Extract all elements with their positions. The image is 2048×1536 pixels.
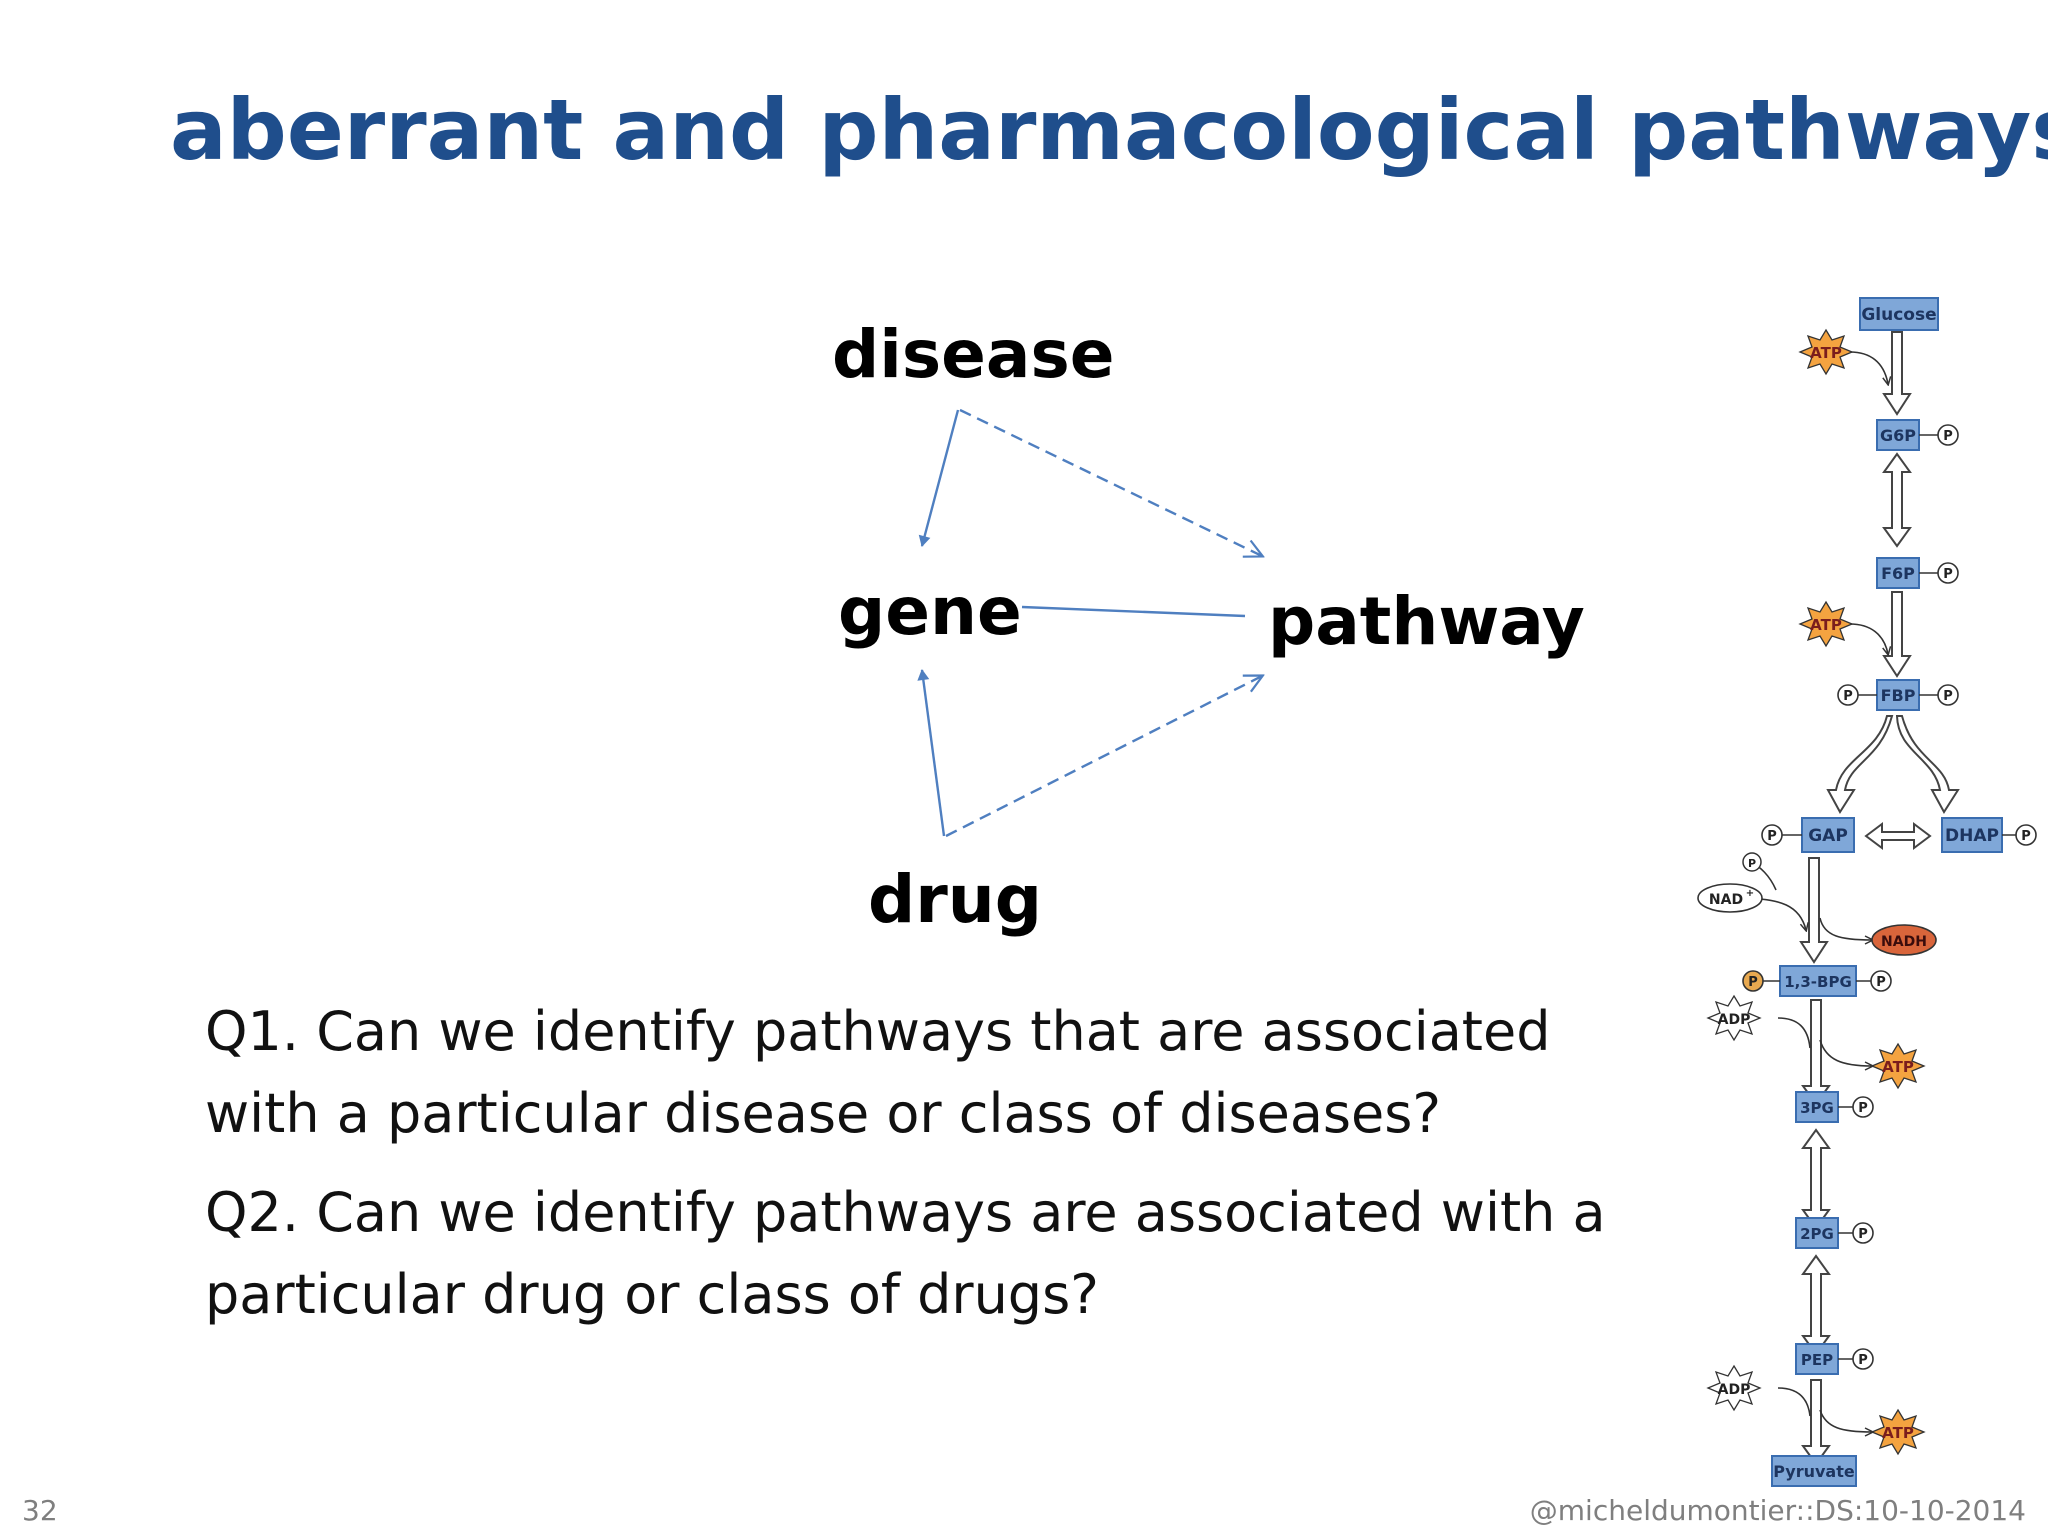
svg-text:P: P bbox=[2021, 829, 2031, 844]
metabolite-g6p: G6P bbox=[1876, 419, 1920, 451]
metabolite-3pg: 3PG bbox=[1795, 1091, 1839, 1123]
svg-text:ADP: ADP bbox=[1718, 1012, 1751, 1028]
phosphate-groups: P P P P P bbox=[1742, 424, 2037, 1370]
phosphate-fbp-right: P bbox=[1919, 684, 1959, 706]
svg-text:ATP: ATP bbox=[1882, 1424, 1914, 1442]
atp-produced-2: ATP bbox=[1870, 1408, 1926, 1456]
node-disease: disease bbox=[832, 316, 1115, 393]
svg-text:NADH: NADH bbox=[1881, 934, 1927, 950]
phosphate-f6p: P bbox=[1919, 562, 1959, 584]
svg-text:ATP: ATP bbox=[1810, 344, 1842, 362]
atp-consumed-1: ATP bbox=[1798, 328, 1854, 376]
reaction-arrows bbox=[1799, 331, 1960, 1466]
svg-text:ADP: ADP bbox=[1718, 1382, 1751, 1398]
metabolite-2pg: 2PG bbox=[1795, 1217, 1839, 1249]
gene-pathway-link bbox=[1021, 605, 1246, 618]
svg-text:Pyruvate: Pyruvate bbox=[1773, 1462, 1855, 1481]
nadh-cofactor: NADH bbox=[1871, 924, 1937, 956]
svg-text:DHAP: DHAP bbox=[1945, 826, 1999, 846]
svg-text:P: P bbox=[1943, 689, 1953, 704]
metabolite-fbp: FBP bbox=[1876, 679, 1920, 711]
svg-text:GAP: GAP bbox=[1808, 826, 1848, 846]
svg-text:P: P bbox=[1943, 567, 1953, 582]
node-drug: drug bbox=[868, 861, 1043, 938]
metabolite-gap: GAP bbox=[1801, 817, 1855, 853]
metabolite-glucose: Glucose bbox=[1859, 297, 1939, 331]
svg-text:1,3-BPG: 1,3-BPG bbox=[1784, 973, 1852, 991]
metabolite-pep: PEP bbox=[1795, 1343, 1839, 1375]
node-pathway: pathway bbox=[1268, 583, 1585, 660]
svg-text:P: P bbox=[1858, 1353, 1868, 1368]
slide-title: aberrant and pharmacological pathways bbox=[170, 81, 2048, 179]
svg-text:P: P bbox=[1943, 429, 1953, 444]
phosphate-pep: P bbox=[1838, 1348, 1874, 1370]
drug-to-pathway-dashed-arrow bbox=[945, 676, 1262, 838]
svg-text:ATP: ATP bbox=[1810, 616, 1842, 634]
slide-footer-credit: @micheldumontier::DS:10-10-2014 bbox=[1529, 1494, 2026, 1527]
metabolite-dhap: DHAP bbox=[1941, 817, 2003, 853]
metabolite-boxes: Glucose G6P F6P FBP GAP DHAP bbox=[1771, 297, 2003, 1487]
svg-text:+: + bbox=[1746, 888, 1754, 899]
atp-consumed-2: ATP bbox=[1798, 600, 1854, 648]
phosphate-fbp-left: P bbox=[1837, 684, 1877, 706]
svg-text:P: P bbox=[1748, 975, 1758, 990]
phosphate-2pg: P bbox=[1838, 1222, 1874, 1244]
svg-text:F6P: F6P bbox=[1881, 564, 1915, 583]
question-1: Q1. Can we identify pathways that are as… bbox=[205, 1000, 1551, 1145]
phosphate-gap-inorganic: P bbox=[1742, 852, 1762, 872]
svg-text:NAD: NAD bbox=[1709, 892, 1743, 908]
svg-text:P: P bbox=[1748, 857, 1756, 870]
drug-to-gene-arrow bbox=[917, 669, 946, 837]
svg-text:P: P bbox=[1843, 689, 1853, 704]
svg-text:ATP: ATP bbox=[1882, 1058, 1914, 1076]
phosphate-3pg: P bbox=[1838, 1096, 1874, 1118]
svg-text:P: P bbox=[1858, 1227, 1868, 1242]
adp-2: ADP bbox=[1706, 1364, 1762, 1412]
svg-text:2PG: 2PG bbox=[1800, 1225, 1834, 1243]
metabolite-1-3-bpg: 1,3-BPG bbox=[1779, 965, 1857, 997]
phosphate-1-3-bpg-right: P bbox=[1856, 970, 1892, 992]
atp-produced-1: ATP bbox=[1870, 1042, 1926, 1090]
node-gene: gene bbox=[838, 573, 1022, 650]
slide-number: 32 bbox=[22, 1494, 58, 1527]
cofactor-curves bbox=[1737, 351, 1888, 1432]
disease-to-gene-arrow bbox=[918, 409, 960, 547]
svg-text:G6P: G6P bbox=[1880, 426, 1916, 445]
svg-text:P: P bbox=[1876, 975, 1886, 990]
svg-text:3PG: 3PG bbox=[1800, 1099, 1834, 1117]
svg-text:Glucose: Glucose bbox=[1861, 305, 1936, 325]
energy-cofactors: ATP ATP ADP ATP ADP ATP bbox=[1706, 328, 1926, 1456]
phosphate-dhap: P bbox=[2002, 824, 2037, 846]
metabolite-f6p: F6P bbox=[1876, 557, 1920, 589]
metabolite-pyruvate: Pyruvate bbox=[1771, 1455, 1857, 1487]
svg-text:P: P bbox=[1858, 1101, 1868, 1116]
svg-text:PEP: PEP bbox=[1801, 1351, 1833, 1369]
nad-cofactor: NAD + bbox=[1697, 883, 1763, 913]
glycolysis-pathway-diagram: Glucose G6P F6P FBP GAP DHAP bbox=[1697, 297, 2037, 1487]
svg-text:FBP: FBP bbox=[1881, 686, 1916, 705]
adp-1: ADP bbox=[1706, 994, 1762, 1042]
phosphate-1-3-bpg-left: P bbox=[1742, 970, 1780, 992]
question-2: Q2. Can we identify pathways are associa… bbox=[205, 1181, 1606, 1326]
svg-text:P: P bbox=[1767, 829, 1777, 844]
phosphate-gap: P bbox=[1761, 824, 1802, 846]
phosphate-g6p: P bbox=[1919, 424, 1959, 446]
disease-to-pathway-dashed-arrow bbox=[959, 408, 1262, 556]
